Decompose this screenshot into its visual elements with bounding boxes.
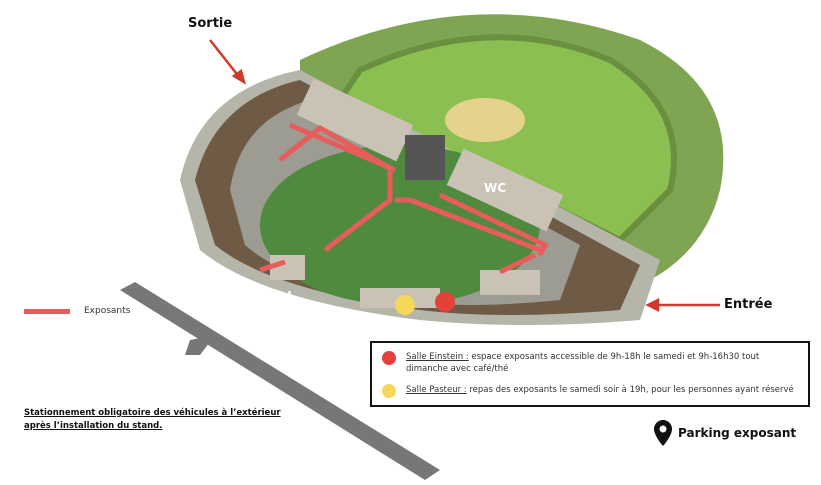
salle-einstein-marker [435,292,455,312]
sand-track [445,98,525,142]
red-dot-icon [382,351,396,365]
hotel-reception-label: Réception hôtel [176,290,292,305]
parking-notice-line2: après l’installation du stand. [24,421,163,431]
exhibitor-line-swatch [24,308,70,314]
room-pasteur: Salle Pasteur : repas des exposants le s… [382,384,798,398]
room-name: Salle Pasteur : [406,385,467,395]
room-description: espace exposants accessible de 9h-18h le… [406,352,760,374]
legend: Exposants [24,306,130,316]
parking-notice-line1: Stationnement obligatoire des véhicules … [24,408,281,418]
chateau [405,135,445,180]
road [120,282,440,480]
salle-pasteur-marker [395,295,415,315]
parking-notice: Stationnement obligatoire des véhicules … [24,407,281,433]
rooms-info-box: Salle Einstein : espace exposants access… [370,341,810,407]
room-name: Salle Einstein : [406,352,469,362]
entrance-label: Entrée [724,297,773,312]
exit-arrow [209,39,241,79]
legend-exhibitors-label: Exposants [84,306,131,316]
wc-label: WC [484,181,507,195]
parking-label: Parking exposant [678,426,797,440]
exhibitor-paths [259,122,549,275]
map-pin-icon [654,420,672,446]
room-einstein: Salle Einstein : espace exposants access… [382,351,798,375]
room-description: repas des exposants le samedi soir à 19h… [469,385,794,395]
yellow-dot-icon [382,384,396,398]
exit-label: Sortie [188,16,233,31]
parking-exhibitor: Parking exposant [654,420,796,446]
